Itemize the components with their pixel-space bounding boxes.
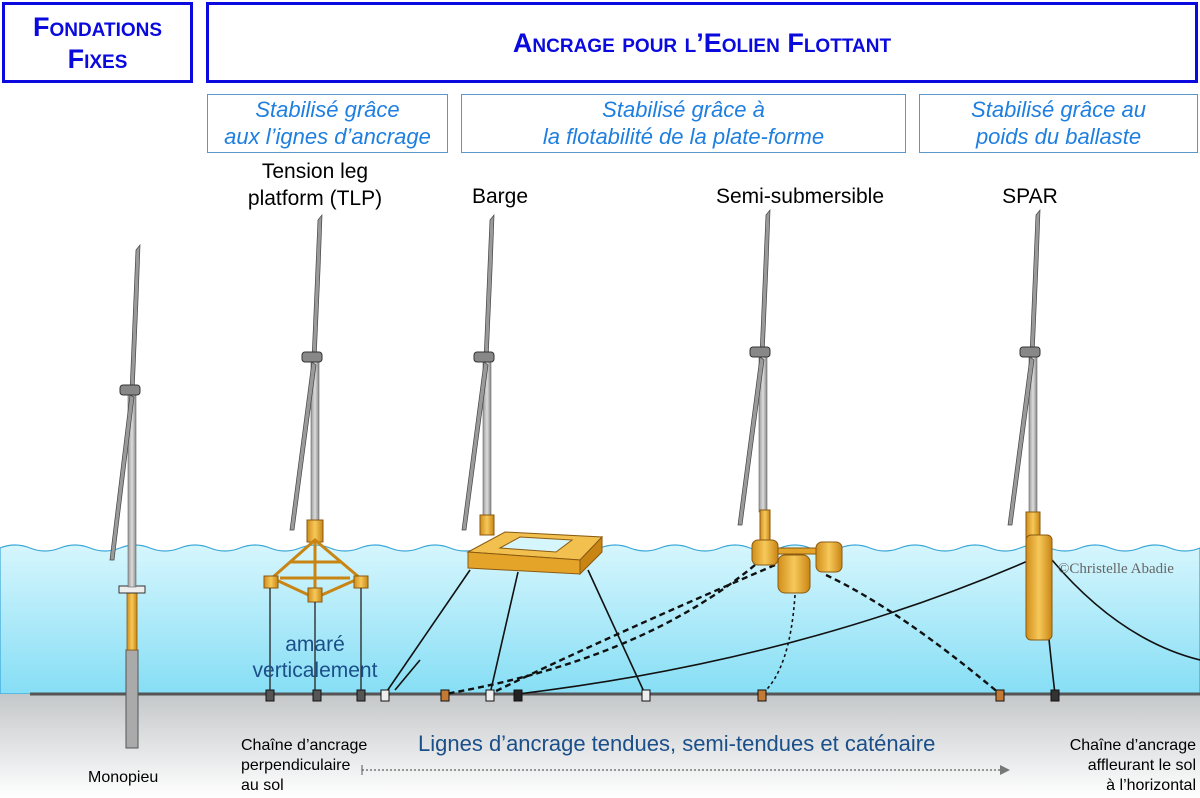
sea <box>0 544 1200 695</box>
spar-turbine <box>1007 208 1053 641</box>
copyright: ©Christelle Abadie <box>1058 561 1174 577</box>
tlp-turbine <box>263 213 369 690</box>
label-spar: SPAR <box>1002 185 1058 208</box>
semi-submersible-turbine <box>737 208 843 594</box>
barge-turbine <box>461 213 604 576</box>
monopile-turbine <box>109 243 146 749</box>
fixed-foundations-header: Fondations Fixes <box>2 2 193 83</box>
floating-anchoring-header: Ancrage pour l’Eolien Flottant <box>206 2 1198 83</box>
label-mooring-types: Lignes d’ancrage tendues, semi-tendues e… <box>418 731 936 756</box>
label-semi-submersible: Semi-submersible <box>715 185 885 208</box>
range-arrow <box>361 765 1010 775</box>
label-barge: Barge <box>471 185 529 208</box>
anchors <box>265 689 1060 702</box>
seabed <box>0 694 1200 798</box>
label-monopile: Monopieu <box>88 769 159 786</box>
